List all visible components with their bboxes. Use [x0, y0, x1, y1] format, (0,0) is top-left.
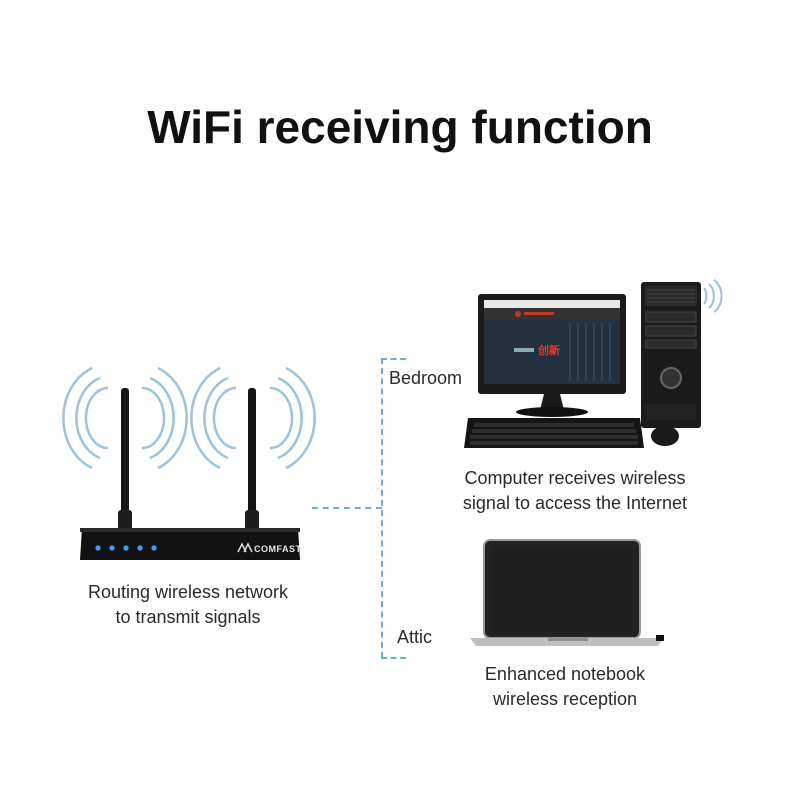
monitor-screen-text: 创新 — [537, 343, 560, 357]
status-leds — [95, 545, 157, 551]
router-caption-line1: Routing wireless network — [87, 582, 289, 602]
wifi-signal-icon — [703, 279, 723, 313]
router-illustration — [62, 366, 316, 560]
room-label-bedroom: Bedroom — [386, 368, 466, 389]
usb-wifi-adapter — [656, 635, 664, 641]
router-caption: Routing wireless network to transmit sig… — [60, 580, 316, 630]
connector-horizontal — [312, 507, 382, 509]
desktop-computer-illustration: 创新 — [464, 279, 723, 448]
connector-bottom-branch — [381, 657, 406, 659]
computer-caption: Computer receives wireless signal to acc… — [430, 466, 720, 516]
antenna — [248, 388, 256, 536]
room-label-attic: Attic — [394, 627, 436, 648]
notebook-caption-line1: Enhanced notebook — [484, 664, 646, 684]
computer-caption-line2: signal to access the Internet — [462, 493, 688, 513]
wifi-signal-icon — [62, 366, 188, 470]
notebook-caption: Enhanced notebook wireless reception — [440, 662, 690, 712]
wifi-signal-icon — [190, 366, 316, 470]
connector-top-branch — [381, 358, 406, 360]
page-title: WiFi receiving function — [147, 101, 653, 153]
router-brand-logo: COMFAST — [254, 544, 302, 554]
router-caption-line2: to transmit signals — [115, 607, 261, 627]
mouse — [651, 426, 679, 446]
notebook-illustration — [470, 539, 664, 646]
computer-caption-line1: Computer receives wireless — [464, 468, 686, 488]
connector-vertical — [381, 358, 383, 658]
antenna — [121, 388, 129, 536]
notebook-caption-line2: wireless reception — [492, 689, 638, 709]
